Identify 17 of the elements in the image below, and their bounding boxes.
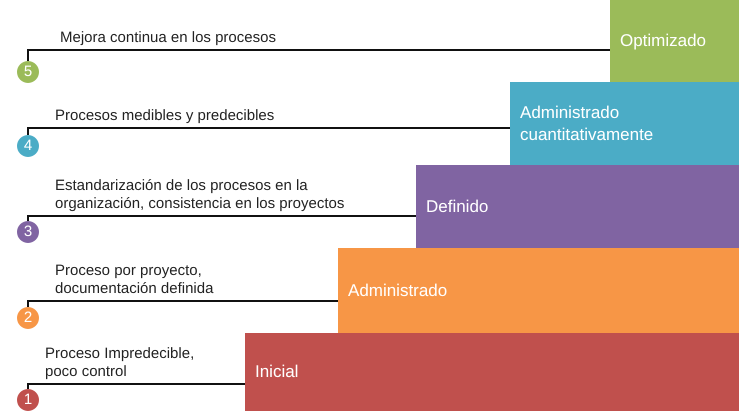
level-number: 4 [17, 135, 39, 157]
level-number: 5 [17, 61, 39, 83]
edge-label: Procesos medibles y predecibles [55, 107, 274, 125]
level-step: Definido [416, 165, 739, 248]
level-number: 1 [17, 389, 39, 411]
leader-line [27, 127, 510, 135]
level-number: 2 [17, 307, 39, 329]
leader-line [27, 49, 610, 61]
leader-line [27, 300, 338, 307]
level-step: Administrado cuantitativamente [510, 82, 739, 165]
level-step: Inicial [245, 333, 739, 411]
level-step: Optimizado [610, 0, 739, 82]
leader-line [27, 383, 245, 389]
leader-line [27, 215, 416, 221]
edge-label: Mejora continua en los procesos [60, 29, 276, 47]
level-step: Administrado [338, 248, 739, 333]
level-number: 3 [17, 221, 39, 243]
